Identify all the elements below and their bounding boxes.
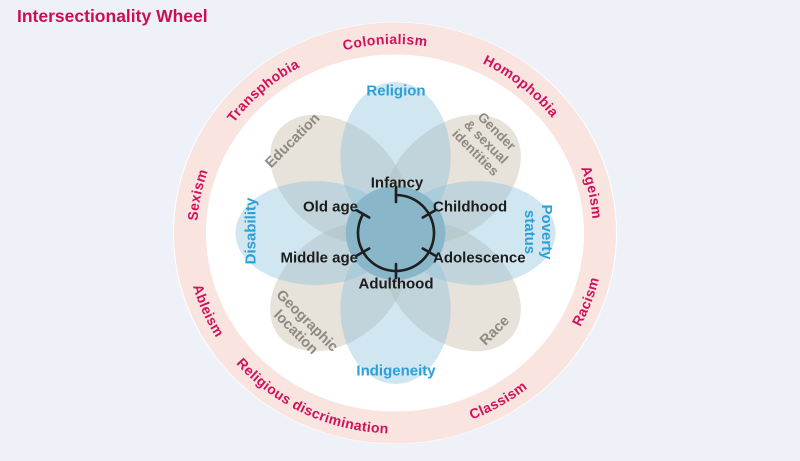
page-title: Intersectionality Wheel [17, 6, 208, 26]
petal-label-religion: Religion [366, 82, 426, 100]
life-cycle-ring [355, 186, 437, 280]
life-stage-adulthood: Adulthood [358, 275, 434, 293]
petal-flower [235, 82, 556, 384]
outer-ring-band [174, 22, 616, 444]
tick-middle-age [355, 247, 371, 257]
tick-old-age [355, 209, 371, 219]
life-stage-childhood: Childhood [433, 198, 508, 216]
tick-childhood [421, 209, 437, 219]
life-stage-adolescence: Adolescence [433, 249, 526, 267]
tick-adolescence [421, 247, 437, 257]
life-stage-middle-age: Middle age [280, 249, 358, 267]
petal-label-disability: Disability [242, 197, 260, 265]
life-stage-infancy: Infancy [370, 174, 424, 192]
petal-label-indigeneity: Indigeneity [356, 362, 436, 380]
life-cycle-arc [356, 193, 436, 273]
center-disk [345, 186, 446, 280]
life-stage-old-age: Old age [302, 198, 358, 216]
